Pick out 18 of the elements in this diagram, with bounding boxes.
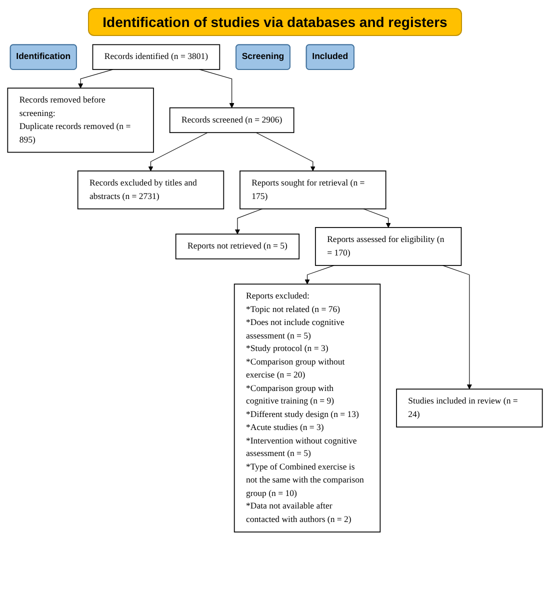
arrow: [304, 265, 334, 284]
node-box: Records removed before screening: Duplicate records removed (n = 895): [7, 88, 154, 153]
arrow: [442, 265, 472, 390]
node-box: Reports not retrieved (n = 5): [175, 234, 300, 260]
arrow: [256, 132, 316, 172]
title-banner: Identification of studies via databases and registers: [88, 8, 462, 36]
arrow: [148, 132, 208, 172]
arrow: [78, 69, 114, 88]
arrow: [234, 208, 263, 234]
node-box: Reports assessed for eligibility (n = 170): [315, 227, 462, 266]
node-box: Studies included in review (n = 24): [396, 388, 543, 428]
node-box: Records screened (n = 2906): [169, 107, 294, 134]
node-box: Reports excluded: *Topic not related (n = 76) *Does not include cognitive assessment (n = 5) *Study protocol (n = 3) *Comparison group without exercise (n = 20) *Comparison group with cognitive training (n = 9) *Different study design (n = 13) *Acute studies (n = 3) *Intervention without cognitive assessment (n = 5) *Type of Combined exercise is not the same with the comparison group (n = 10) *Data not available after contacted with authors (n = 2): [234, 284, 381, 532]
arrow: [363, 208, 391, 228]
node-box: Reports sought for retrieval (n = 175): [240, 170, 386, 210]
node-box: Records excluded by titles and abstracts (n = 2731): [77, 170, 224, 210]
arrow: [199, 69, 234, 108]
node-box: Records identified (n = 3801): [92, 44, 220, 70]
